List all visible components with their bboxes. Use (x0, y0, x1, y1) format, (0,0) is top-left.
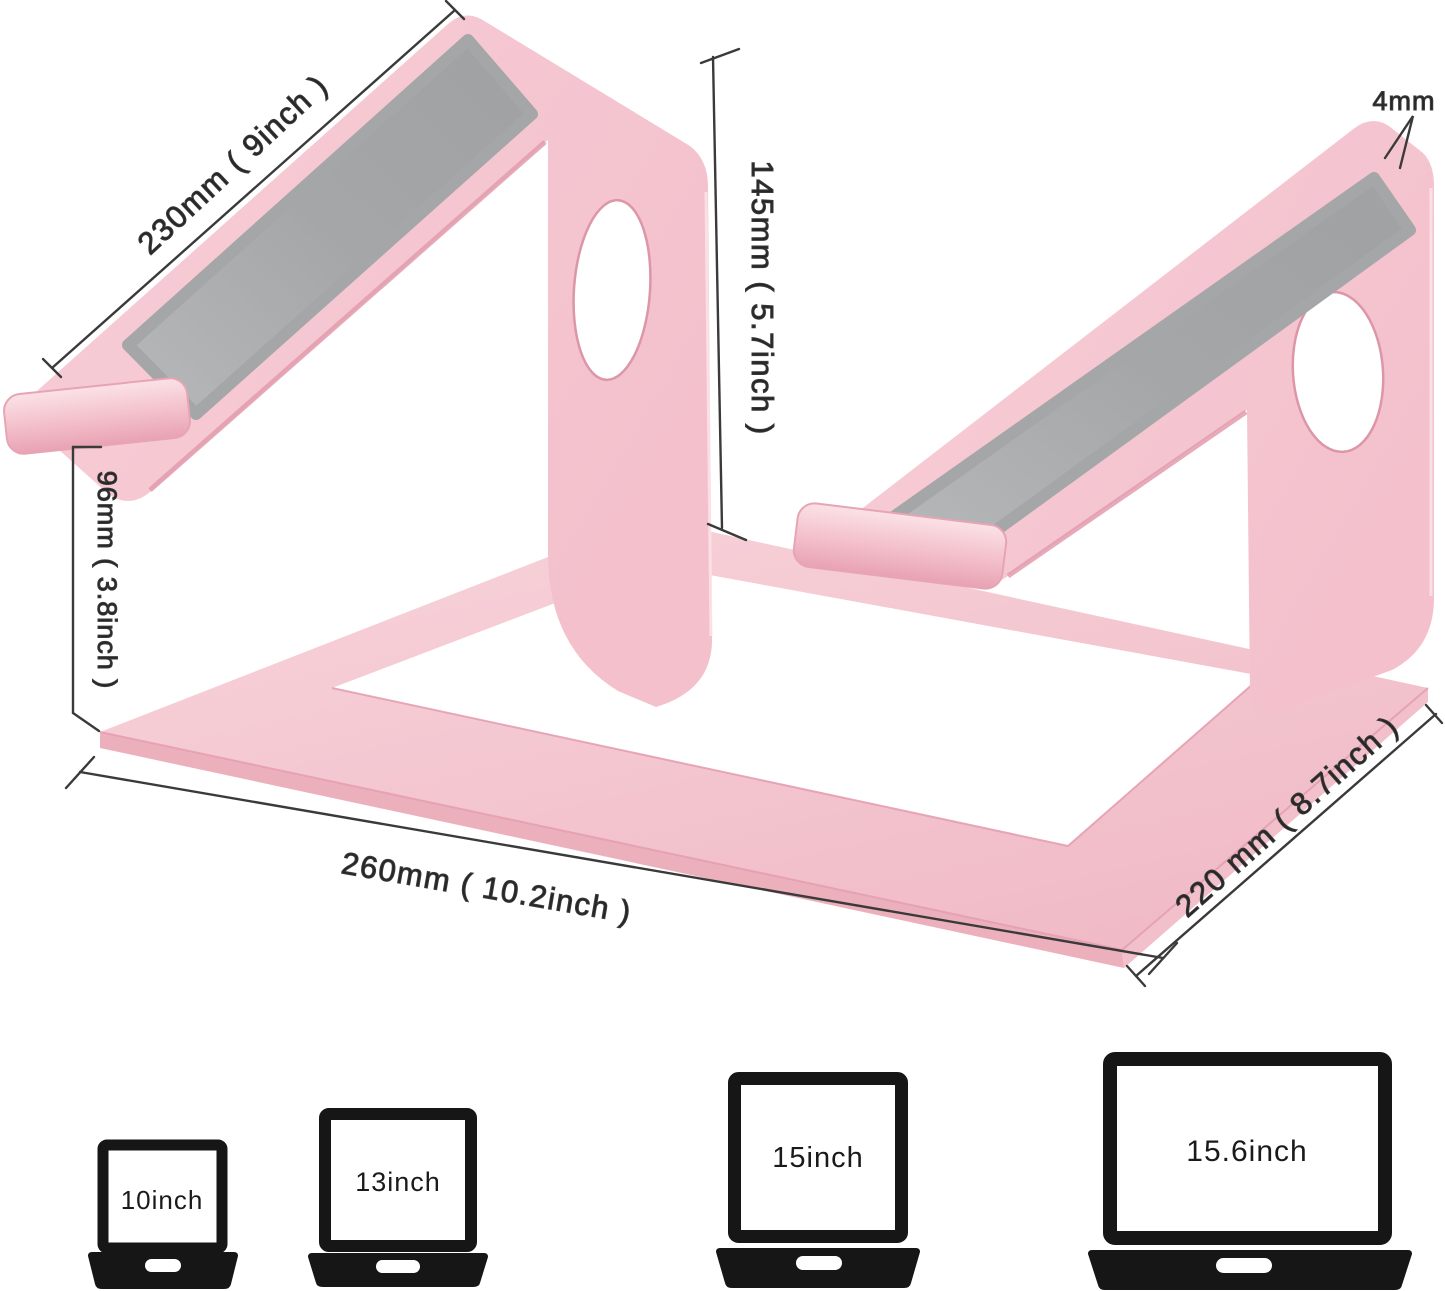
dim-front-lip-clearance: 96mm ( 3.8inch ) (71, 445, 123, 733)
dim-stand-height: 145mm ( 5.7inch ) (699, 47, 781, 542)
left-support-assembly (3, 15, 713, 707)
right-support-assembly (792, 121, 1434, 716)
left-leg-right-edge-highlight (704, 191, 713, 637)
laptop-size-label: 10inch (121, 1185, 204, 1215)
laptop-icon-13inch: 13inch (308, 1108, 488, 1287)
laptop-icon-10inch: 10inch (88, 1139, 238, 1289)
stand-illustration (3, 15, 1434, 968)
plate-thickness-label: 4mm (1373, 86, 1436, 116)
laptop-icon-15-6inch: 15.6inch (1088, 1052, 1412, 1290)
base-cutout-rim (331, 675, 1263, 848)
left-arm-underside-edge (148, 140, 547, 492)
base-front-thickness-edge (100, 732, 1124, 968)
base-right-thickness-edge (1122, 688, 1428, 968)
left-leg-cutout (572, 198, 652, 382)
base-length-label: 260mm ( 10.2inch ) (339, 845, 635, 930)
right-front-lip (792, 502, 1008, 590)
laptop-size-label: 13inch (355, 1167, 441, 1197)
dim-plate-thickness: 4mm (1372, 86, 1436, 170)
base-top-face (100, 518, 1428, 950)
stand-height-label: 145mm ( 5.7inch ) (745, 160, 780, 435)
laptop-size-label: 15.6inch (1186, 1135, 1307, 1168)
laptop-size-label: 15inch (772, 1142, 863, 1174)
right-arm-underside-edge (1006, 409, 1248, 579)
laptop-icon-15inch: 15inch (716, 1072, 920, 1288)
stand-base-plate (99, 518, 1429, 968)
compatibility-row: 10inch 13inch 15inch 15.6inch (88, 1052, 1412, 1290)
front-lip-clearance-label: 96mm ( 3.8inch ) (92, 471, 122, 690)
